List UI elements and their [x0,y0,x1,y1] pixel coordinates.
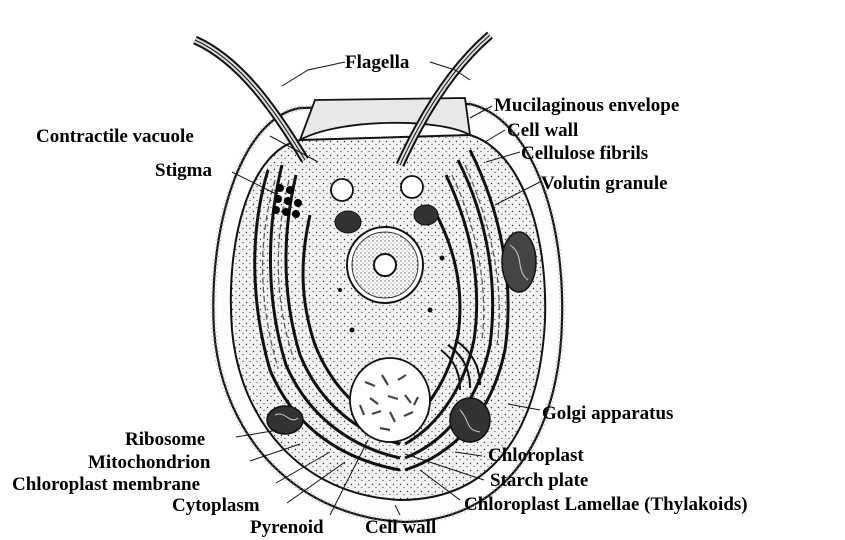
nucleolus [374,254,396,276]
contractile-vacuole-left [331,179,353,201]
contractile-vacuole-right [401,176,423,198]
label-cell-wall-bottom: Cell wall [365,517,436,538]
label-volutin-granule: Volutin granule [541,173,668,194]
label-mitochondrion: Mitochondrion [88,452,211,473]
label-mucilaginous-envelope: Mucilaginous envelope [494,95,679,116]
label-starch-plate: Starch plate [490,470,588,491]
label-ribosome: Ribosome [125,429,205,450]
label-stigma: Stigma [155,160,213,181]
label-chloroplast-membrane: Chloroplast membrane [12,474,200,495]
label-contractile-vacuole: Contractile vacuole [36,126,194,147]
label-cell-wall-top: Cell wall [507,120,578,141]
label-cellulose-fibrils: Cellulose fibrils [521,143,648,164]
label-cytoplasm: Cytoplasm [172,495,260,516]
label-pyrenoid: Pyrenoid [250,517,324,538]
label-golgi-apparatus: Golgi apparatus [542,403,673,424]
label-flagella: Flagella [345,52,410,73]
label-chloroplast: Chloroplast [488,445,584,466]
label-chloroplast-lamellae: Chloroplast Lamellae (Thylakoids) [464,494,748,515]
